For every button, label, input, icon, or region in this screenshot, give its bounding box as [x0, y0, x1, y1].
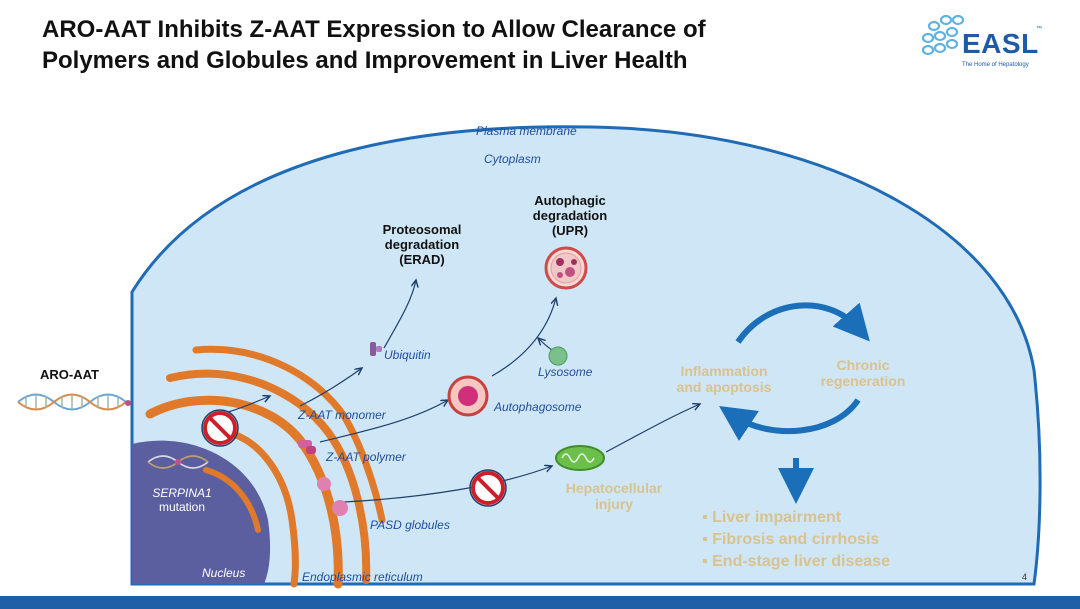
- outcome-item: ▪ End-stage liver disease: [702, 553, 890, 570]
- arrow-injury-to-inflammation: [605, 404, 700, 453]
- label-nucleus: Nucleus: [202, 566, 246, 580]
- ubiquitin-icon: [370, 342, 382, 356]
- label-cytoplasm: Cytoplasm: [484, 152, 541, 166]
- title-line-1: ARO-AAT Inhibits Z-AAT Expression to All…: [42, 16, 706, 43]
- label-z-aat-polymer: Z-AAT polymer: [326, 450, 406, 464]
- arrow-monomer-to-ubiquitin: [299, 368, 362, 407]
- label-lysosome: Lysosome: [538, 365, 593, 379]
- title-line-2: Polymers and Globules and Improvement in…: [42, 47, 688, 74]
- label-z-aat-monomer: Z-AAT monomer: [298, 408, 386, 422]
- label-aro-aat: ARO-AAT: [40, 367, 99, 382]
- label-ubiquitin: Ubiquitin: [384, 348, 431, 362]
- lysosome-icon: [548, 346, 568, 366]
- page-number: 4: [1022, 572, 1028, 582]
- logo-wordmark: EASL: [962, 28, 1039, 59]
- arrow-lysosome-to-autophagosome: [538, 338, 553, 351]
- autophagic-vesicle-icon: [544, 246, 588, 290]
- arrow-ubiquitin-to-erad: [383, 280, 416, 349]
- label-serpina1-mutation: SERPINA1 mutation: [152, 486, 212, 514]
- label-autophagosome: Autophagosome: [494, 400, 582, 414]
- arrow-polymer-to-autophagosome: [319, 400, 448, 443]
- mitochondrion-icon: [555, 445, 605, 471]
- label-endoplasmic-reticulum: Endoplasmic reticulum: [302, 570, 423, 584]
- label-chronic-regeneration: Chronic regeneration: [820, 357, 906, 389]
- logo-trademark: ™: [1036, 26, 1042, 32]
- arrow-nucleus-to-monomer: [227, 396, 270, 413]
- label-proteosomal-degradation: Proteosomal degradation (ERAD): [382, 222, 462, 267]
- pasd-globules-icon: [317, 477, 348, 516]
- serpina1-dna-icon: [147, 455, 209, 469]
- nucleus-shape: [132, 440, 271, 584]
- label-inflammation-apoptosis: Inflammation and apoptosis: [676, 363, 772, 395]
- inhibit-sign-globules-icon: [469, 469, 507, 507]
- logo-tagline: The Home of Hepatology: [962, 62, 1029, 68]
- outcome-item: ▪ Fibrosis and cirrhosis: [702, 531, 880, 548]
- inhibit-sign-er-icon: [201, 409, 239, 447]
- slide-title: ARO-AAT Inhibits Z-AAT Expression to All…: [42, 14, 842, 76]
- label-plasma-membrane: Plasma membrane: [476, 124, 577, 138]
- label-hepatocellular-injury: Hepatocellular injury: [565, 480, 663, 512]
- footer-bar: [0, 596, 1080, 609]
- z-aat-polymer-icon: [298, 440, 316, 454]
- label-autophagic-degradation: Autophagic degradation (UPR): [532, 193, 608, 238]
- outcomes-list: ▪ Liver impairment ▪ Fibrosis and cirrho…: [702, 507, 890, 573]
- autophagosome-icon: [447, 375, 489, 417]
- outcome-item: ▪ Liver impairment: [702, 509, 842, 526]
- arrow-autophagosome-to-upr: [491, 298, 556, 377]
- arrow-globules-to-injury: [343, 466, 552, 503]
- aro-aat-dna-icon: [17, 393, 131, 411]
- cycle-arrows-icon: [719, 302, 870, 504]
- endoplasmic-reticulum: [145, 345, 386, 589]
- easl-logo-icon: [921, 14, 965, 56]
- label-pasd-globules: PASD globules: [370, 518, 450, 532]
